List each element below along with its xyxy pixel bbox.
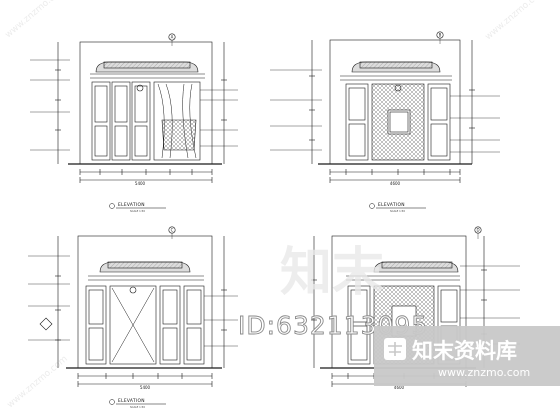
edge-watermark-top-right: www.znzmo.com xyxy=(484,0,548,42)
watermark-site-banner: 知末资料库 www.znzmo.com xyxy=(374,326,560,386)
panel-2-caption: ELEVATION xyxy=(378,202,405,208)
elevation-panel-1 xyxy=(30,33,238,183)
panel-3-width-dim: 5400 xyxy=(140,385,151,390)
panel-3-caption: ELEVATION xyxy=(118,398,145,404)
panel-2-marker: B xyxy=(439,33,442,38)
watermark-logo-text: 知末 xyxy=(280,243,384,303)
watermark-logo-group: 知末 xyxy=(280,243,384,303)
panel-4-marker: D xyxy=(476,228,479,233)
elevation-panel-2 xyxy=(270,31,500,183)
panel-2-subcaption: SCALE 1:50 xyxy=(390,209,405,213)
elevation-panel-3 xyxy=(28,226,238,387)
panel-1-caption-group: ELEVATION SCALE 1:50 xyxy=(109,202,166,213)
panel-1-subcaption: SCALE 1:50 xyxy=(130,209,145,213)
panel-2-width-dim: 4600 xyxy=(390,181,401,186)
panel-3-subcaption: SCALE 1:50 xyxy=(130,405,145,409)
panel-3-marker: C xyxy=(171,228,174,233)
panel-2-caption-group: ELEVATION SCALE 1:50 xyxy=(369,202,426,213)
panel-1-width-dim: 5400 xyxy=(135,181,146,186)
edge-watermark-top-left: www.znzmo.com xyxy=(4,0,68,40)
panel-3-caption-group: ELEVATION SCALE 1:50 xyxy=(109,398,166,409)
watermark-site-logo-icon xyxy=(384,338,406,360)
edge-watermark-bottom-left: www.znzmo.com xyxy=(6,354,70,410)
panel-4-width-dim: 4600 xyxy=(394,385,405,390)
panel-1-caption: ELEVATION xyxy=(118,202,145,208)
watermark-site-name: 知末资料库 xyxy=(412,339,517,363)
panel-1-marker: A xyxy=(171,35,174,40)
watermark-site-url: www.znzmo.com xyxy=(438,366,530,379)
